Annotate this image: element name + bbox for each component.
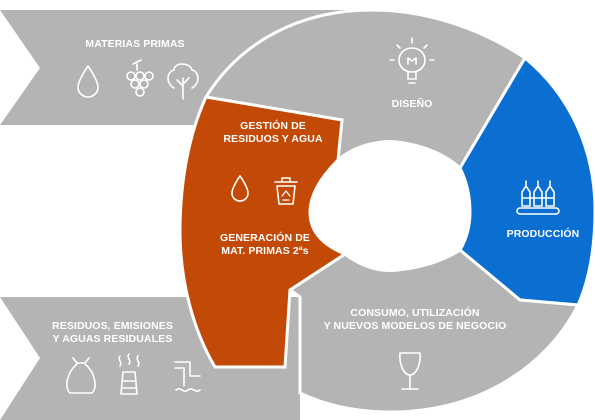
- tree-icon: [167, 63, 199, 100]
- waste-bag-icon: [66, 357, 96, 394]
- secondary-raw-materials-label: GENERACIÓN DE MAT. PRIMAS 2ªs: [200, 232, 330, 258]
- consumption-label: CONSUMO, UTILIZACIÓN Y NUEVOS MODELOS DE…: [300, 307, 530, 333]
- secondary-materials-line1: GENERACIÓN DE: [220, 232, 310, 244]
- residues-title-line1: RESIDUOS, EMISIONES: [52, 320, 173, 332]
- wastewater-icon: [174, 361, 201, 392]
- waste-management-segment: [178, 95, 349, 369]
- secondary-materials-line2: MAT. PRIMAS 2ªs: [221, 245, 309, 257]
- raw-materials-title: MATERIAS PRIMAS: [85, 38, 185, 50]
- consumption-title-line2: Y NUEVOS MODELOS DE NEGOCIO: [323, 320, 507, 332]
- residues-label: RESIDUOS, EMISIONES Y AGUAS RESIDUALES: [25, 320, 200, 346]
- design-title: DISEÑO: [391, 98, 433, 110]
- lightbulb-icon: [389, 37, 435, 84]
- grapes-icon: [126, 59, 154, 97]
- waste-management-title-line2: RESIDUOS Y AGUA: [223, 133, 323, 145]
- recycle-bin-icon: [274, 177, 298, 205]
- waste-management-label: GESTIÓN DE RESIDUOS Y AGUA: [208, 120, 338, 146]
- center-hole: [324, 140, 456, 272]
- water-drop-icon: [231, 175, 249, 202]
- emissions-icon: [118, 353, 140, 395]
- wine-glass-icon: [399, 352, 421, 390]
- production-segment: [458, 55, 595, 307]
- waste-management-title-line1: GESTIÓN DE: [240, 120, 306, 132]
- bottles-icon: [516, 180, 560, 215]
- consumption-title-line1: CONSUMO, UTILIZACIÓN: [350, 307, 480, 319]
- production-title: PRODUCCIÓN: [506, 228, 580, 240]
- consumption-segment: [287, 248, 581, 414]
- residues-title-line2: Y AGUAS RESIDUALES: [52, 333, 173, 345]
- water-drop-icon: [77, 65, 99, 98]
